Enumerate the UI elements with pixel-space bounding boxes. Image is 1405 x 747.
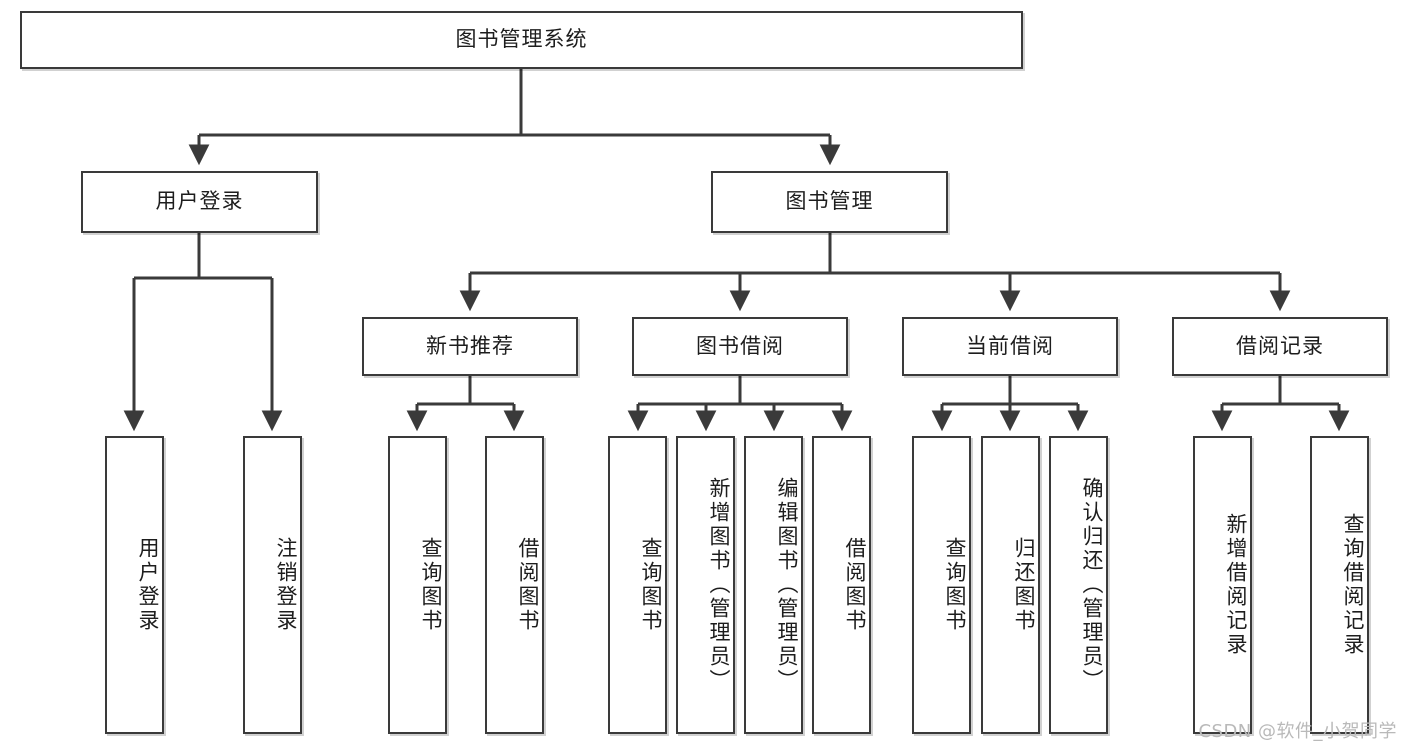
node-label: 编辑图书（管理员） (775, 477, 799, 693)
csdn-watermark: CSDN @软件_小贺同学 (1198, 721, 1397, 742)
node-label: 图书管理系统 (455, 27, 588, 52)
leaf-nbr-query-book[interactable]: 查询图书 (388, 436, 447, 734)
node-user-login[interactable]: 用户登录 (81, 171, 318, 233)
node-label: 查询借阅记录 (1341, 513, 1365, 657)
leaf-br-add-record[interactable]: 新增借阅记录 (1193, 436, 1252, 734)
node-label: 查询图书 (639, 537, 663, 633)
node-label: 借阅图书 (843, 537, 867, 633)
node-label: 确认归还（管理员） (1080, 477, 1104, 693)
node-new-book-recommend[interactable]: 新书推荐 (362, 317, 578, 376)
leaf-logout[interactable]: 注销登录 (243, 436, 302, 734)
node-label: 注销登录 (274, 537, 298, 633)
leaf-bb-add-book[interactable]: 新增图书（管理员） (676, 436, 735, 734)
node-label: 新书推荐 (426, 333, 514, 358)
node-label: 当前借阅 (966, 333, 1054, 358)
node-label: 查询图书 (943, 537, 967, 633)
node-book-management[interactable]: 图书管理 (711, 171, 948, 233)
node-label: 新增借阅记录 (1224, 513, 1248, 657)
leaf-br-query-record[interactable]: 查询借阅记录 (1310, 436, 1369, 734)
node-label: 借阅图书 (516, 537, 540, 633)
leaf-bb-edit-book[interactable]: 编辑图书（管理员） (744, 436, 803, 734)
node-borrow-record[interactable]: 借阅记录 (1172, 317, 1388, 376)
leaf-nbr-borrow-book[interactable]: 借阅图书 (485, 436, 544, 734)
node-book-borrow[interactable]: 图书借阅 (632, 317, 848, 376)
node-label: 用户登录 (155, 189, 244, 214)
leaf-user-login[interactable]: 用户登录 (105, 436, 164, 734)
node-current-borrow[interactable]: 当前借阅 (902, 317, 1118, 376)
node-label: 图书借阅 (696, 333, 784, 358)
node-root-system[interactable]: 图书管理系统 (20, 11, 1023, 69)
node-label: 用户登录 (136, 537, 160, 633)
leaf-cb-return-book[interactable]: 归还图书 (981, 436, 1040, 734)
node-label: 图书管理 (785, 189, 874, 214)
node-label: 新增图书（管理员） (707, 477, 731, 693)
leaf-cb-confirm-return[interactable]: 确认归还（管理员） (1049, 436, 1108, 734)
leaf-bb-borrow-book[interactable]: 借阅图书 (812, 436, 871, 734)
node-label: 借阅记录 (1236, 333, 1324, 358)
leaf-bb-query-book[interactable]: 查询图书 (608, 436, 667, 734)
node-label: 查询图书 (419, 537, 443, 633)
node-label: 归还图书 (1012, 537, 1036, 633)
leaf-cb-query-book[interactable]: 查询图书 (912, 436, 971, 734)
